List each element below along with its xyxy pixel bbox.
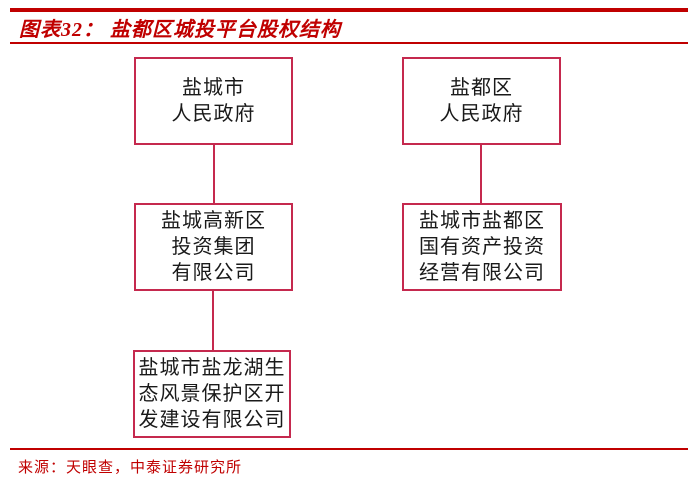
org-box-line: 有限公司 bbox=[171, 262, 256, 284]
org-box-yanlonghu-scenic-development: 盐城市盐龙湖生 态风景保护区开 发建设有限公司 bbox=[133, 350, 291, 438]
org-box-line: 盐都区 bbox=[450, 77, 513, 99]
org-box-line: 国有资产投资 bbox=[419, 236, 545, 258]
title-underline-rule bbox=[10, 42, 688, 44]
org-box-line: 发建设有限公司 bbox=[138, 409, 286, 431]
org-box-line: 态风景保护区开 bbox=[138, 383, 286, 405]
org-box-yandu-state-asset-investment: 盐城市盐都区 国有资产投资 经营有限公司 bbox=[402, 203, 562, 291]
figure-title: 图表32： 盐都区城投平台股权结构 bbox=[19, 19, 341, 41]
org-box-line: 盐城市 bbox=[182, 77, 245, 99]
org-box-line: 经营有限公司 bbox=[419, 262, 545, 284]
org-box-line: 人民政府 bbox=[171, 103, 256, 125]
connector-yancheng-to-gaoxin bbox=[213, 145, 215, 203]
connector-gaoxin-to-yanlonghu bbox=[212, 291, 214, 350]
org-box-line: 盐城高新区 bbox=[161, 210, 266, 232]
top-rule bbox=[10, 8, 688, 12]
org-box-line: 投资集团 bbox=[171, 236, 256, 258]
org-box-line: 盐城市盐龙湖生 bbox=[138, 357, 286, 379]
org-box-line: 盐城市盐都区 bbox=[419, 210, 545, 232]
source-note: 来源：天眼查，中泰证券研究所 bbox=[18, 460, 243, 476]
connector-yandu-to-soe bbox=[480, 145, 482, 203]
org-box-gaoxin-investment-group: 盐城高新区 投资集团 有限公司 bbox=[134, 203, 293, 291]
org-box-yandu-government: 盐都区 人民政府 bbox=[402, 57, 561, 145]
org-box-yancheng-government: 盐城市 人民政府 bbox=[134, 57, 293, 145]
org-box-line: 人民政府 bbox=[439, 103, 524, 125]
footer-rule bbox=[10, 448, 688, 450]
